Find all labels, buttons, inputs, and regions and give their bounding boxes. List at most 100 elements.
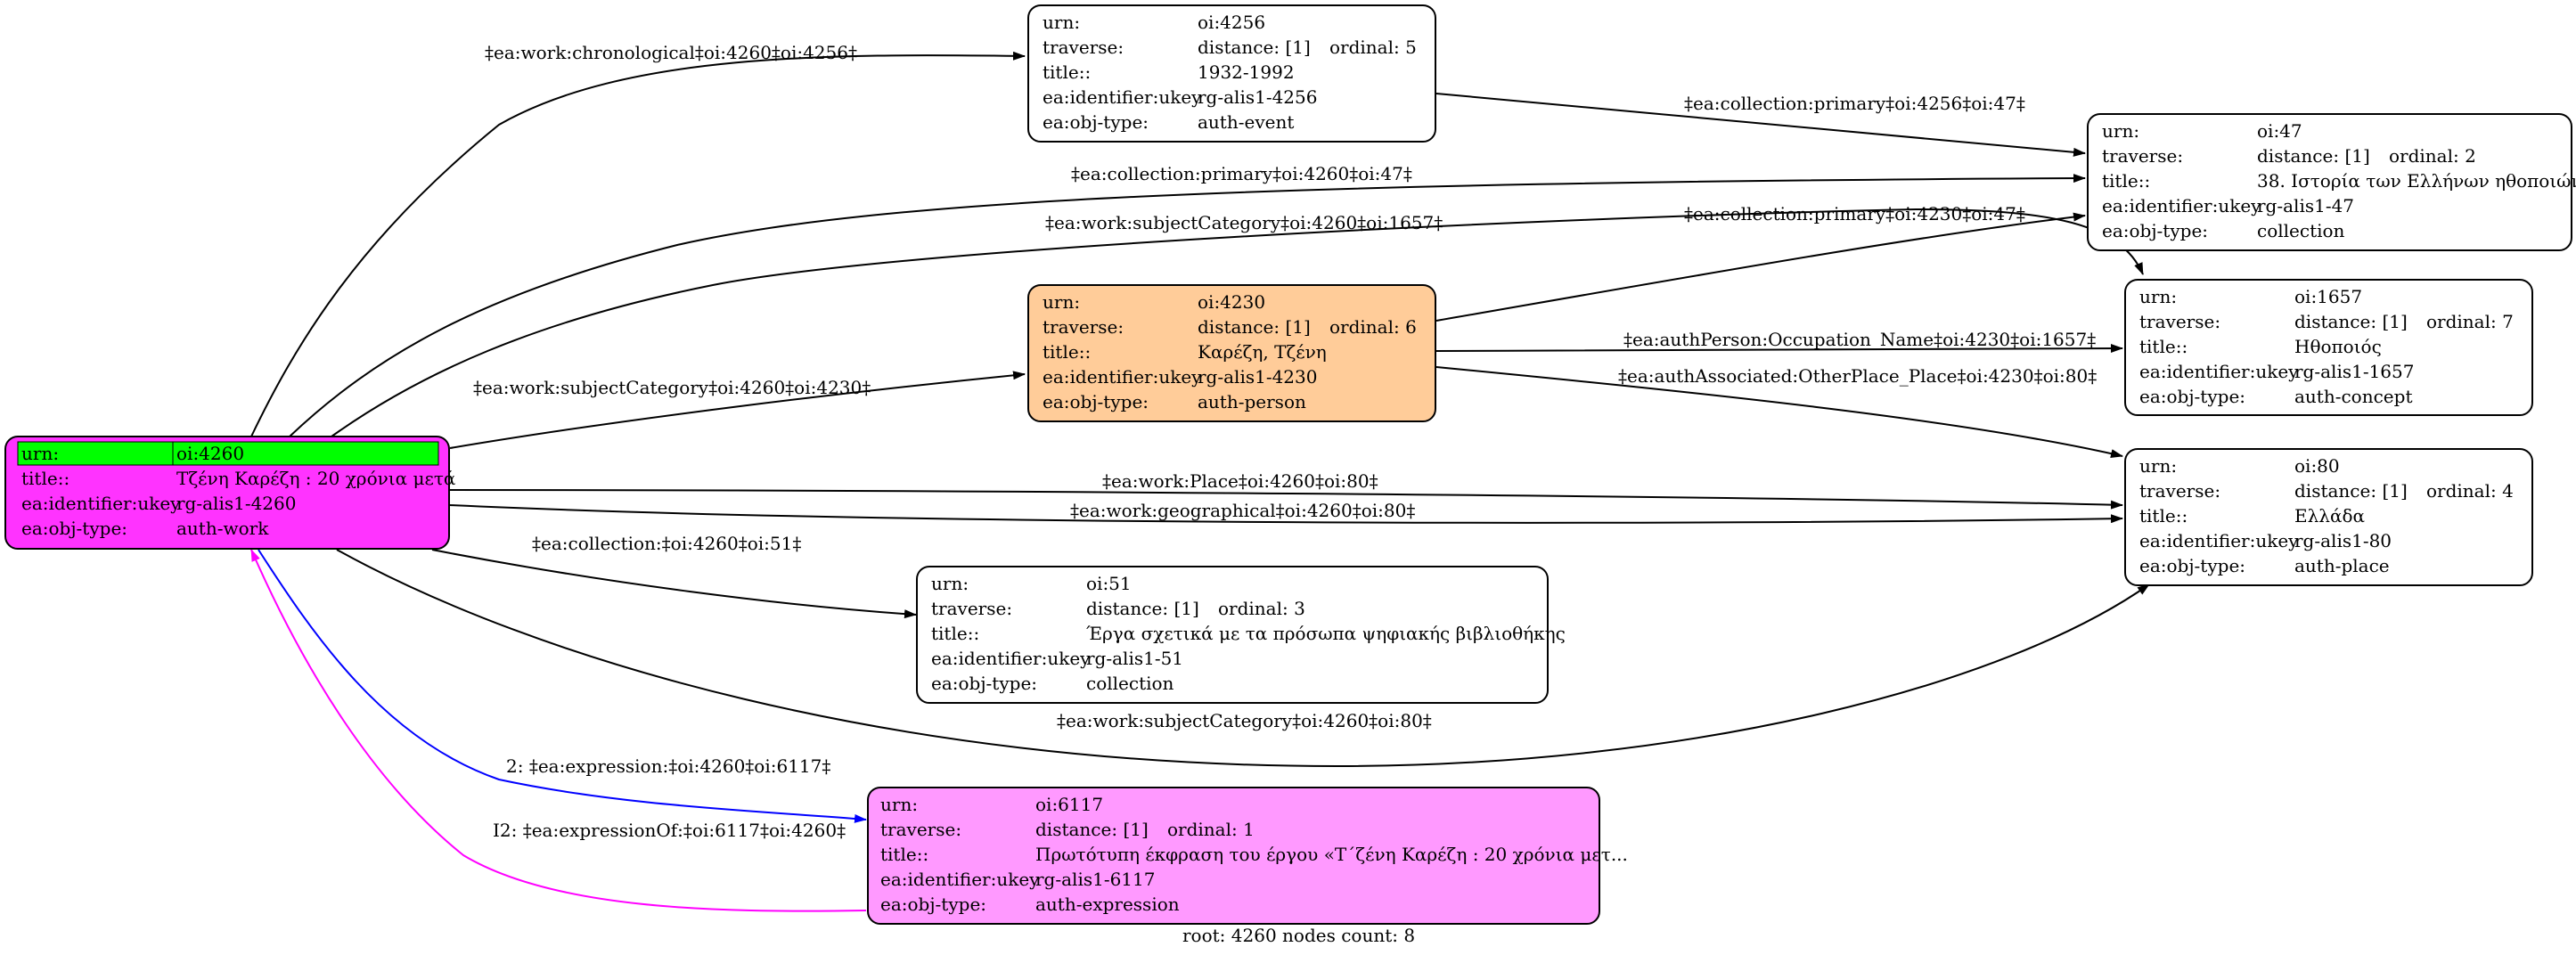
row-value: oi:4230 [1198, 291, 1265, 313]
row-value: rg-alis1-4260 [176, 493, 296, 514]
urn-value-highlight [172, 441, 439, 466]
row-extra: ordinal: 6 [1329, 316, 1417, 338]
row-value: rg-alis1-6117 [1035, 869, 1155, 890]
edge-collection-4230-47[interactable] [1435, 212, 2086, 322]
row-key: traverse: [931, 598, 1012, 619]
row-key: traverse: [1043, 37, 1124, 58]
row-key: ea:obj-type: [1043, 391, 1149, 412]
row-key: ea:obj-type: [1043, 111, 1149, 133]
row-key: ea:obj-type: [2139, 555, 2245, 576]
row-value: oi:6117 [1035, 794, 1103, 815]
edge-occupation[interactable] [1435, 344, 2123, 354]
edge-expression[interactable] [258, 549, 867, 823]
edge-labels: ‡ea:work:chronological‡oi:4260‡oi:4256‡ … [473, 42, 2097, 841]
node-box [1027, 284, 1436, 422]
edge-collection-51[interactable] [431, 549, 917, 619]
row-value: collection [1086, 673, 1174, 694]
row-value: Ηθοποιός [2294, 336, 2382, 357]
row-key: urn: [1043, 291, 1080, 313]
edge-label-subject-4230: ‡ea:work:subjectCategory‡oi:4260‡oi:4230… [473, 377, 871, 398]
row-key: traverse: [2139, 311, 2220, 332]
node-box [2087, 113, 2572, 251]
row-extra: ordinal: 3 [1218, 598, 1305, 619]
node-oi-4260[interactable]: urn: oi:4260 title:: Τζένη Καρέζη : 20 χ… [4, 436, 455, 550]
row-value: rg-alis1-51 [1086, 648, 1183, 669]
row-key: ea:obj-type: [880, 894, 986, 915]
node-oi-51[interactable]: urn: oi:51 traverse: distance: [1] ordin… [916, 566, 1566, 704]
node-oi-4256[interactable]: urn: oi:4256 traverse: distance: [1] ord… [1027, 4, 1436, 143]
edge-label-collection-51: ‡ea:collection:‡oi:4260‡oi:51‡ [532, 533, 801, 554]
urn-key-highlight [17, 441, 174, 466]
row-key: ea:obj-type: [931, 673, 1037, 694]
row-value: distance: [1] [2294, 311, 2408, 332]
edge-label-subject-80: ‡ea:work:subjectCategory‡oi:4260‡oi:80‡ [1057, 710, 1432, 731]
row-value: Ελλάδα [2294, 505, 2365, 526]
row-value: auth-event [1198, 111, 1294, 133]
row-key: title:: [1043, 61, 1091, 83]
edge-subject-1657[interactable] [331, 208, 2144, 437]
row-value: distance: [1] [2257, 145, 2370, 167]
edge-subject-4230[interactable] [449, 371, 1026, 449]
row-key: ea:obj-type: [21, 518, 127, 539]
edge-chronological[interactable] [250, 51, 1026, 437]
row-key: title:: [2139, 505, 2188, 526]
row-value: auth-expression [1035, 894, 1180, 915]
edge-collection-4260-47[interactable] [289, 174, 2086, 437]
node-box [2124, 448, 2533, 586]
edge-label-otherplace: ‡ea:authAssociated:OtherPlace_Place‡oi:4… [1618, 365, 2097, 387]
row-value: oi:4256 [1198, 12, 1265, 33]
row-value: Έργα σχετικά με τα πρόσωπα ψηφιακής βιβλ… [1086, 623, 1566, 644]
row-key: title:: [931, 623, 979, 644]
row-key: urn: [2139, 286, 2177, 307]
row-value: oi:1657 [2294, 286, 2362, 307]
graph-footer: root: 4260 nodes count: 8 [1182, 925, 1415, 946]
row-value: auth-concept [2294, 386, 2412, 407]
row-value: auth-work [176, 518, 269, 539]
row-value: oi:80 [2294, 455, 2340, 477]
edge-place[interactable] [449, 489, 2123, 510]
edge-label-geographical: ‡ea:work:geographical‡oi:4260‡oi:80‡ [1070, 500, 1415, 521]
node-oi-80[interactable]: urn: oi:80 traverse: distance: [1] ordin… [2124, 448, 2533, 586]
row-key: urn: [931, 573, 969, 594]
row-key: traverse: [2102, 145, 2183, 167]
row-key: ea:identifier:ukey [21, 493, 181, 514]
edge-label-chronological: ‡ea:work:chronological‡oi:4260‡oi:4256‡ [485, 42, 857, 63]
node-oi-1657[interactable]: urn: oi:1657 traverse: distance: [1] ord… [2124, 279, 2533, 416]
row-value: oi:51 [1086, 573, 1132, 594]
row-value: oi:4260 [176, 443, 244, 464]
row-value: oi:47 [2257, 120, 2302, 142]
node-oi-4230[interactable]: urn: oi:4230 traverse: distance: [1] ord… [1027, 284, 1436, 422]
edge-collection-4256-47[interactable] [1435, 93, 2086, 157]
edge-otherplace[interactable] [1435, 366, 2123, 458]
edge-label-collection-4260-47: ‡ea:collection:primary‡oi:4260‡oi:47‡ [1071, 163, 1412, 184]
row-value: distance: [1] [2294, 480, 2408, 502]
row-value: 1932-1992 [1198, 61, 1295, 83]
row-key: title:: [880, 844, 928, 865]
row-key: urn: [1043, 12, 1080, 33]
row-key: ea:identifier:ukey [1043, 86, 1202, 108]
node-oi-6117[interactable]: urn: oi:6117 traverse: distance: [1] ord… [867, 787, 1628, 925]
row-value: 38. Ιστορία των Ελλήνων ηθοποιών [2257, 170, 2576, 192]
row-key: ea:identifier:ukey [2139, 530, 2299, 551]
row-key: ea:identifier:ukey [880, 869, 1040, 890]
row-value: distance: [1] [1086, 598, 1199, 619]
row-key: ea:identifier:ukey [931, 648, 1091, 669]
row-key: ea:obj-type: [2102, 220, 2208, 241]
row-key: ea:identifier:ukey [2139, 361, 2299, 382]
row-key: traverse: [880, 819, 961, 840]
node-box [1027, 4, 1436, 143]
node-box [2124, 279, 2533, 416]
row-key: ea:obj-type: [2139, 386, 2245, 407]
edge-label-collection-4256-47: ‡ea:collection:primary‡oi:4256‡oi:47‡ [1684, 93, 2025, 114]
row-value: distance: [1] [1198, 316, 1311, 338]
edge-label-expression-of: I2: ‡ea:expressionOf:‡oi:6117‡oi:4260‡ [493, 820, 846, 841]
row-extra: ordinal: 5 [1329, 37, 1417, 58]
edge-subject-80[interactable] [336, 549, 2150, 768]
row-value: auth-place [2294, 555, 2390, 576]
edge-geographical[interactable] [449, 504, 2123, 524]
node-oi-47[interactable]: urn: oi:47 traverse: distance: [1] ordin… [2087, 113, 2576, 251]
row-value: Πρωτότυπη έκφραση του έργου «Τ΄ζένη Καρέ… [1035, 844, 1628, 865]
edge-label-subject-1657: ‡ea:work:subjectCategory‡oi:4260‡oi:1657… [1045, 212, 1443, 233]
edge-expression-of[interactable] [250, 549, 867, 912]
row-key: traverse: [2139, 480, 2220, 502]
